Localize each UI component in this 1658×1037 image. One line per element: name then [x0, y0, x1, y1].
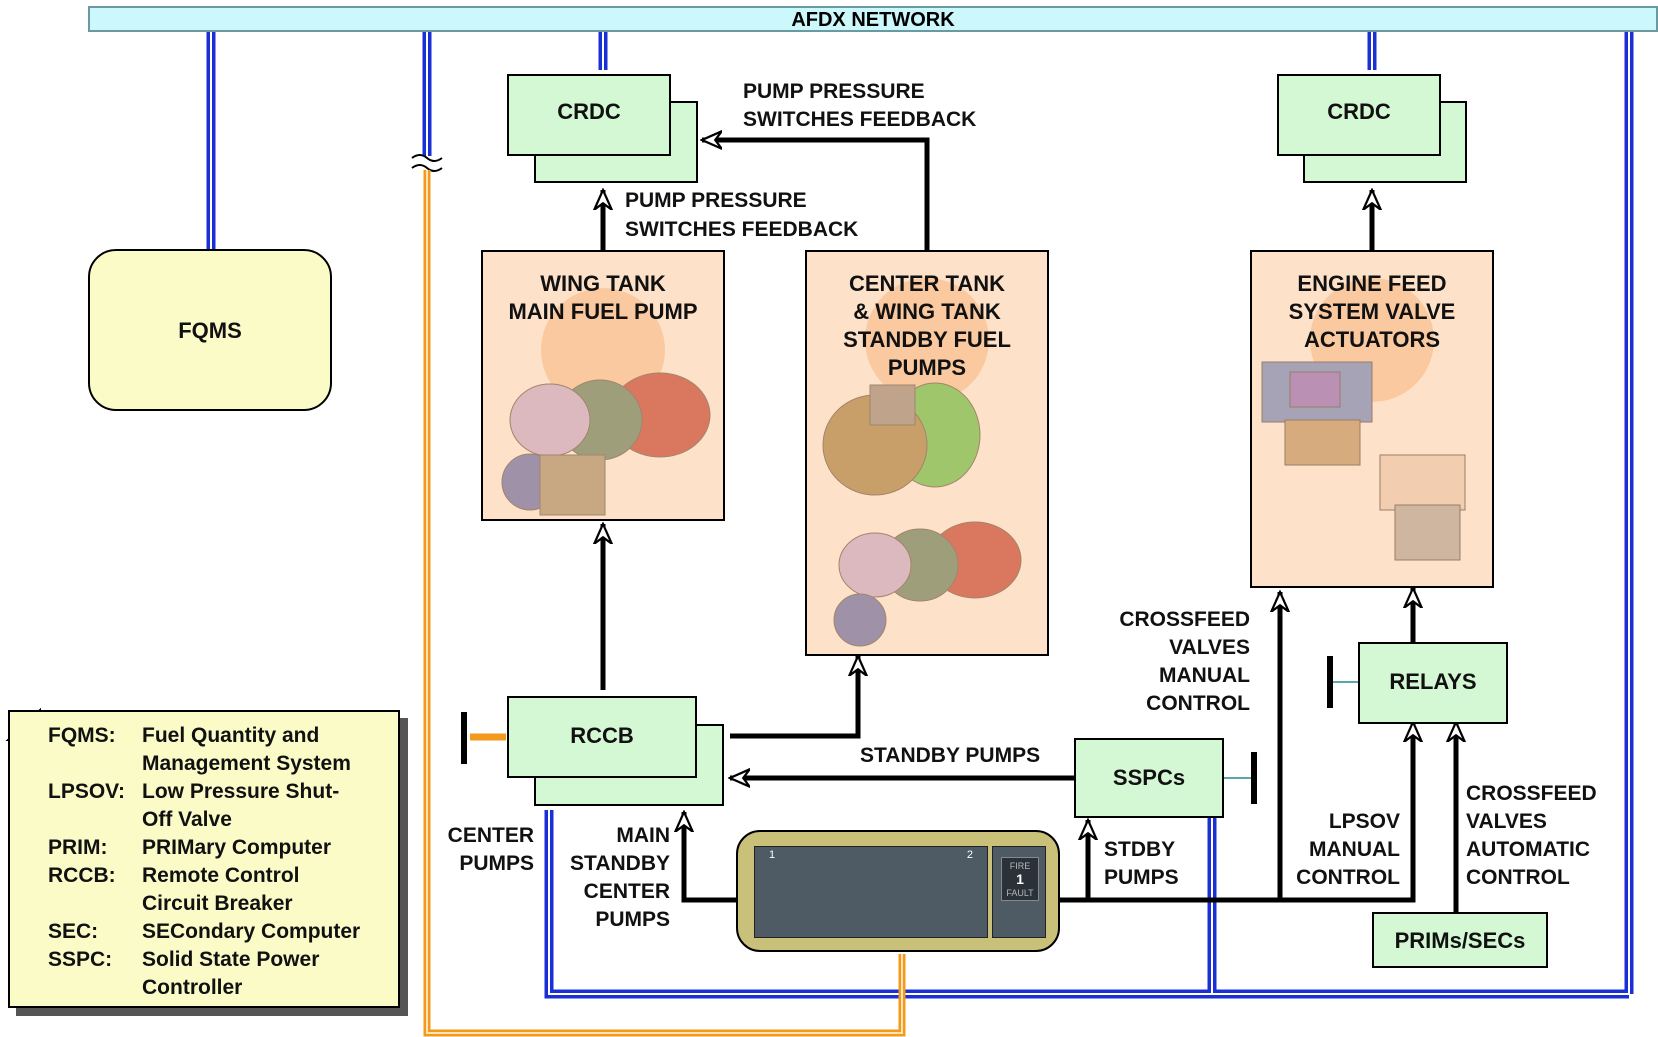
main-standby-line-2: STANDBY: [570, 852, 670, 875]
crdc-right-label: CRDC: [1327, 99, 1391, 124]
stdby-pumps-line-1: STDBY: [1104, 838, 1176, 861]
legend-def-sspc-2: Controller: [142, 976, 243, 999]
crossfeed-auto-line-2: VALVES: [1466, 810, 1547, 833]
wing-tank-pump-title-1: WING TANK: [540, 271, 666, 296]
legend-def-lpsov-1: Low Pressure Shut-: [142, 780, 340, 803]
legend-def-lpsov-2: Off Valve: [142, 808, 232, 831]
center-pumps-line-2: PUMPS: [459, 852, 534, 875]
legend-def-rccb-1: Remote Control: [142, 864, 300, 887]
legend-def-fqms-2: Management System: [142, 752, 351, 775]
main-standby-line-3: CENTER: [583, 880, 670, 903]
crossfeed-manual-line-4: CONTROL: [1146, 692, 1250, 715]
main-standby-line-1: MAIN: [616, 824, 670, 847]
legend-abbr-sspc: SSPC:: [48, 948, 113, 971]
bus-break-symbol: [411, 154, 443, 172]
crossfeed-manual-line-2: VALVES: [1169, 636, 1250, 659]
center-pumps-line-1: CENTER: [447, 824, 534, 847]
legend-def-prim-1: PRIMary Computer: [142, 836, 332, 859]
fuel-pump-switches[interactable]: 1 2: [754, 846, 988, 938]
legend-def-rccb-2: Circuit Breaker: [142, 892, 293, 915]
lpsov-manual-line-3: CONTROL: [1296, 866, 1400, 889]
rccb-box: RCCB: [507, 696, 697, 778]
main-standby-line-4: PUMPS: [595, 908, 670, 931]
legend-abbr-rccb: RCCB:: [48, 864, 116, 887]
crossfeed-auto-line-3: AUTOMATIC: [1466, 838, 1591, 861]
lpsov-manual-line-1: LPSOV: [1328, 810, 1400, 833]
power-lines-inner: [426, 170, 903, 1034]
signal-lines: [603, 140, 1456, 912]
prims-secs-box: PRIMs/SECs: [1372, 912, 1548, 968]
engine-feed-title-1: ENGINE FEED: [1297, 271, 1447, 296]
legend-abbr-lpsov: LPSOV:: [48, 780, 126, 803]
legend-box: FQMS: Fuel Quantity and Management Syste…: [8, 710, 400, 1008]
fuel-control-panel: 1 2 FIRE 1 FAULT: [736, 830, 1060, 952]
control-stubs: [1224, 681, 1358, 779]
legend-def-sspc-1: Solid State Power: [142, 948, 320, 971]
fire-pushbutton[interactable]: FIRE 1 FAULT: [1001, 857, 1039, 901]
relays-box: RELAYS: [1358, 642, 1508, 724]
center-tank-title-2: & WING TANK: [853, 299, 1001, 324]
legend-def-sec-1: SECondary Computer: [142, 920, 361, 943]
center-tank-title-4: PUMPS: [887, 355, 967, 380]
wing-tank-pump-title-2: MAIN FUEL PUMP: [508, 299, 698, 324]
lpsov-manual-line-2: MANUAL: [1309, 838, 1400, 861]
crossfeed-manual-line-1: CROSSFEED: [1119, 608, 1250, 631]
afdx-network-label: AFDX NETWORK: [791, 9, 955, 31]
fire-number: 1: [1016, 871, 1024, 887]
pump-pressure-top-line-1: PUMP PRESSURE: [743, 80, 925, 103]
center-tank-pumps-box: CENTER TANK & WING TANK STANDBY FUEL PUM…: [805, 250, 1049, 656]
center-tank-title-1: CENTER TANK: [848, 271, 1006, 296]
pump-pressure-mid-line-1: PUMP PRESSURE: [625, 189, 807, 212]
legend-abbr-prim: PRIM:: [48, 836, 108, 859]
rccb-label: RCCB: [570, 723, 634, 748]
prims-secs-label: PRIMs/SECs: [1394, 928, 1526, 953]
crossfeed-manual-line-3: MANUAL: [1159, 664, 1250, 687]
fault-label: FAULT: [1006, 888, 1034, 898]
fire-panel: FIRE 1 FAULT: [992, 846, 1046, 938]
crdc-left-box: CRDC: [507, 74, 671, 156]
engine-feed-box: ENGINE FEED SYSTEM VALVE ACTUATORS: [1250, 250, 1494, 588]
standby-pumps-label: STANDBY PUMPS: [860, 744, 1041, 767]
stdby-pumps-line-2: PUMPS: [1104, 866, 1179, 889]
sspcs-label: SSPCs: [1112, 765, 1186, 790]
wing-tank-pump-box: WING TANK MAIN FUEL PUMP: [481, 250, 725, 521]
crossfeed-auto-line-1: CROSSFEED: [1466, 782, 1597, 805]
legend-def-fqms-1: Fuel Quantity and: [142, 724, 320, 747]
engine-feed-title-2: SYSTEM VALVE: [1288, 299, 1456, 324]
panel-engine-2-number: 2: [966, 849, 973, 861]
crdc-left-label: CRDC: [557, 99, 621, 124]
fqms-box: FQMS: [88, 249, 332, 411]
afdx-network-bus: AFDX NETWORK: [88, 6, 1658, 32]
legend-abbr-sec: SEC:: [48, 920, 99, 943]
fqms-label: FQMS: [178, 318, 242, 343]
crdc-right-box: CRDC: [1277, 74, 1441, 156]
panel-engine-1-number: 1: [769, 849, 776, 861]
legend-abbr-fqms: FQMS:: [48, 724, 116, 747]
breaker-bars: [461, 656, 1333, 804]
afdx-bus-lines: [206, 32, 1634, 999]
sspcs-box: SSPCs: [1074, 738, 1224, 818]
fire-label: FIRE: [1009, 861, 1031, 871]
pump-pressure-mid-line-2: SWITCHES FEEDBACK: [625, 218, 859, 241]
crossfeed-auto-line-4: CONTROL: [1466, 866, 1570, 889]
relays-label: RELAYS: [1389, 669, 1477, 694]
pump-pressure-top-line-2: SWITCHES FEEDBACK: [743, 108, 977, 131]
center-tank-title-3: STANDBY FUEL: [843, 327, 1011, 352]
engine-feed-title-3: ACTUATORS: [1303, 327, 1441, 352]
